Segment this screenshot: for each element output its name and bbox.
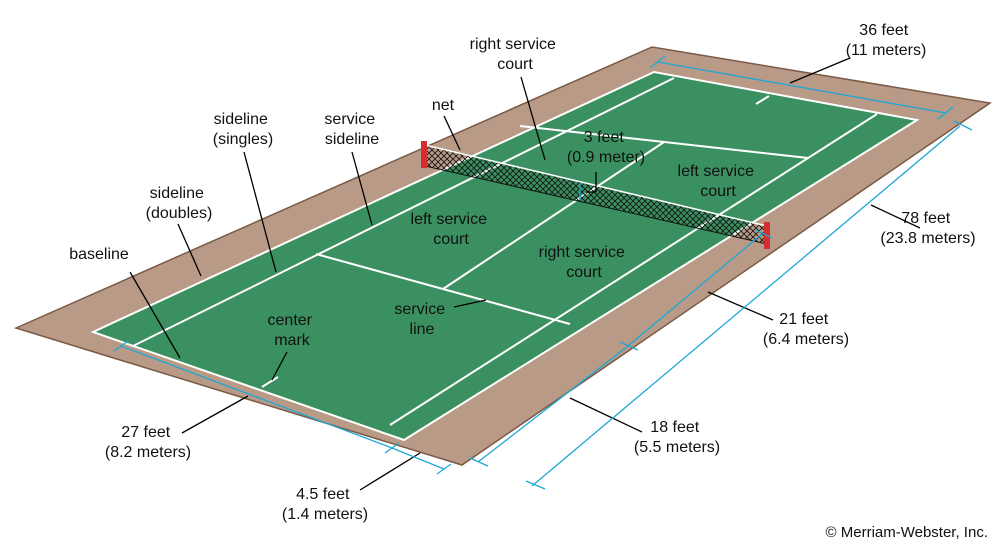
dim-27-feet — [120, 345, 393, 449]
leader-78-feet — [870, 204, 921, 229]
label-center-mark: center mark — [268, 312, 317, 349]
label-baseline: baseline — [69, 246, 129, 263]
dimension-lines — [113, 55, 973, 490]
dim-27-feet-tick-a — [113, 340, 129, 352]
dim-21-feet — [627, 233, 763, 347]
label-sideline-doubles: sideline (doubles) — [146, 185, 213, 222]
dim-4-5-feet-tick-mid — [384, 442, 400, 454]
leader-21-feet — [707, 291, 774, 321]
dim-78-feet — [531, 125, 961, 487]
leader-service-line — [453, 299, 487, 308]
center-service-line — [442, 141, 665, 290]
leader-right-service-court — [520, 76, 546, 161]
leader-36-feet — [789, 57, 851, 84]
label-service-line: service line — [394, 301, 449, 338]
label-right-service-court-top: right service court — [470, 36, 561, 73]
center-mark-far — [755, 95, 770, 105]
label-4-5-feet: 4.5 feet (1.4 meters) — [282, 486, 368, 523]
center-mark-near — [261, 376, 279, 388]
dim-4-5-feet — [391, 447, 445, 470]
label-net: net — [432, 97, 455, 114]
labels: right service court net 3 feet (0.9 mete… — [69, 22, 988, 541]
leader-sideline-singles — [243, 151, 277, 273]
dim-78-feet-tick-b — [525, 480, 546, 490]
dim-36-feet — [657, 61, 947, 114]
label-18-feet: 18 feet (5.5 meters) — [634, 419, 720, 456]
dim-18-feet-tick-mid — [619, 341, 639, 351]
leader-lines — [129, 57, 921, 491]
dim-36-feet-tick-b — [937, 106, 954, 120]
label-left-service-court-near: left service court — [411, 211, 492, 248]
label-21-feet: 21 feet (6.4 meters) — [763, 311, 849, 348]
leader-baseline — [129, 271, 181, 359]
dim-18-feet — [477, 345, 629, 463]
label-27-feet: 27 feet (8.2 meters) — [105, 424, 191, 461]
leader-4-5-feet — [359, 452, 421, 491]
label-left-service-court-far: left service court — [678, 163, 759, 200]
copyright-credit: © Merriam-Webster, Inc. — [826, 524, 988, 541]
court-surface — [93, 72, 917, 440]
label-78-feet: 78 feet (23.8 meters) — [880, 210, 975, 247]
leader-18-feet — [569, 397, 643, 433]
label-right-service-court-near: right service court — [539, 244, 630, 281]
dim-21-feet-tick-a — [755, 229, 773, 239]
leader-sideline-doubles — [177, 223, 202, 277]
leader-service-sideline — [351, 151, 373, 226]
net-post-left — [421, 141, 427, 168]
dim-18-feet-tick-b — [469, 457, 489, 467]
label-3-feet: 3 feet (0.9 meter) — [567, 129, 645, 166]
label-36-feet: 36 feet (11 meters) — [846, 22, 927, 59]
singles-sideline-near — [132, 77, 675, 347]
leader-center-mark — [271, 351, 288, 381]
dim-4-5-feet-tick-b — [436, 463, 452, 475]
leader-27-feet — [181, 395, 249, 434]
singles-sideline-far — [389, 113, 878, 426]
leader-net — [443, 115, 461, 151]
dim-78-feet-tick-a — [953, 120, 973, 131]
dim-36-feet-tick-a — [649, 55, 666, 69]
label-sideline-singles: sideline (singles) — [213, 111, 273, 148]
label-service-sideline: service sideline — [324, 111, 379, 148]
